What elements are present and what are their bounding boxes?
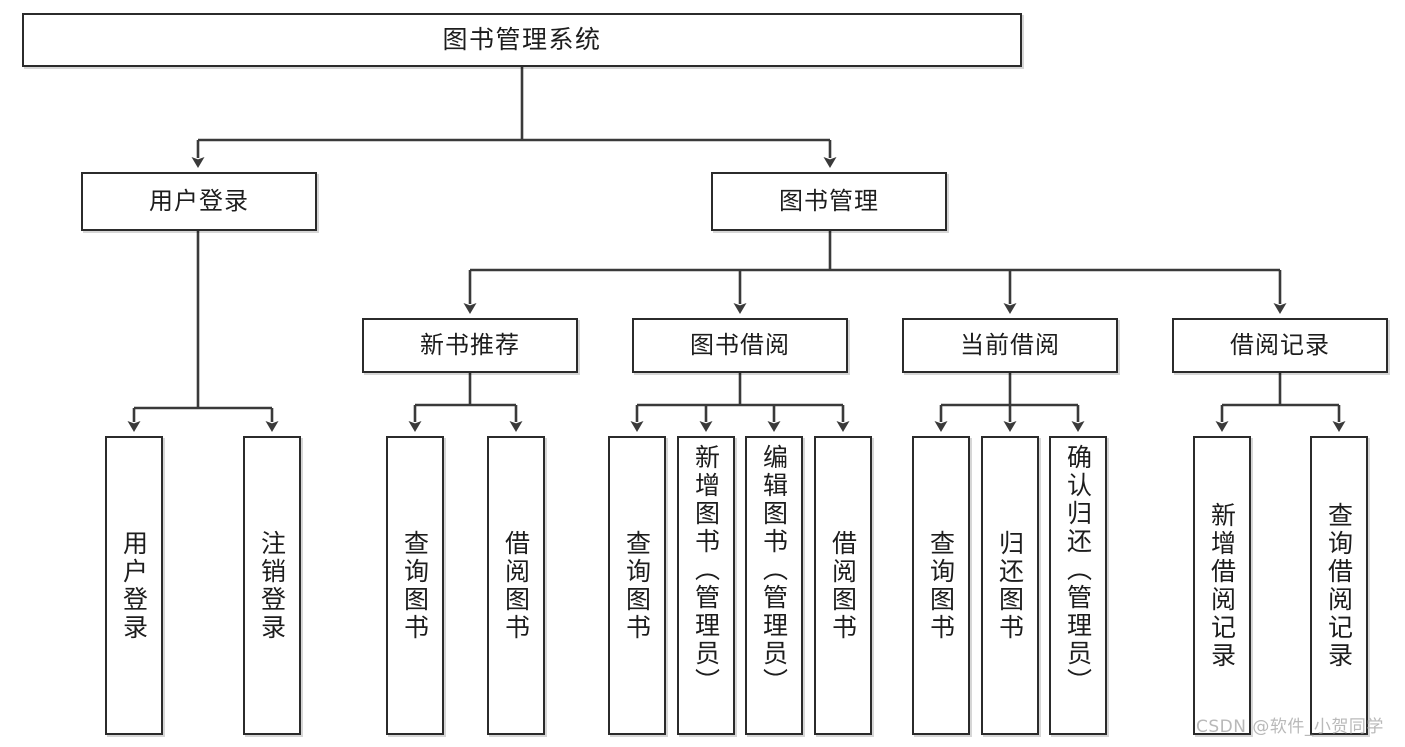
- leaf-query-book-2[interactable]: 查询图书: [608, 436, 666, 735]
- node-label: 用户登录: [119, 529, 149, 642]
- node-label: 借阅记录: [1230, 331, 1330, 360]
- leaf-confirm-return[interactable]: 确认归还（管理员）: [1049, 436, 1107, 735]
- leaf-query-book-3[interactable]: 查询图书: [912, 436, 970, 735]
- node-label: 新增图书（管理员）: [691, 444, 721, 696]
- node-label: 注销登录: [257, 529, 287, 642]
- node-label: 当前借阅: [960, 331, 1060, 360]
- node-label: 借阅图书: [501, 529, 531, 642]
- leaf-query-book-1[interactable]: 查询图书: [386, 436, 444, 735]
- leaf-edit-book[interactable]: 编辑图书（管理员）: [745, 436, 803, 735]
- node-label: 查询图书: [400, 529, 430, 642]
- leaf-borrow-book-2[interactable]: 借阅图书: [814, 436, 872, 735]
- node-label: 归还图书: [995, 529, 1025, 642]
- leaf-add-book[interactable]: 新增图书（管理员）: [677, 436, 735, 735]
- leaf-return-book[interactable]: 归还图书: [981, 436, 1039, 735]
- node-label: 新书推荐: [420, 331, 520, 360]
- node-label: 编辑图书（管理员）: [759, 444, 789, 696]
- node-label: 图书借阅: [690, 331, 790, 360]
- node-label: 借阅图书: [828, 529, 858, 642]
- node-label: 确认归还（管理员）: [1063, 444, 1093, 696]
- node-current-borrow[interactable]: 当前借阅: [902, 318, 1118, 373]
- node-label: 图书管理系统: [442, 25, 602, 54]
- node-user-login[interactable]: 用户登录: [81, 172, 317, 231]
- node-root-system[interactable]: 图书管理系统: [22, 13, 1022, 67]
- node-label: 查询图书: [622, 529, 652, 642]
- leaf-query-record[interactable]: 查询借阅记录: [1310, 436, 1368, 735]
- leaf-logout[interactable]: 注销登录: [243, 436, 301, 735]
- node-new-book-recommend[interactable]: 新书推荐: [362, 318, 578, 373]
- node-book-borrow[interactable]: 图书借阅: [632, 318, 848, 373]
- node-book-manage[interactable]: 图书管理: [711, 172, 947, 231]
- node-label: 查询借阅记录: [1324, 501, 1354, 670]
- leaf-borrow-book-1[interactable]: 借阅图书: [487, 436, 545, 735]
- node-borrow-record[interactable]: 借阅记录: [1172, 318, 1388, 373]
- csdn-watermark: CSDN @软件_小贺同学: [1196, 717, 1384, 737]
- node-label: 查询图书: [926, 529, 956, 642]
- node-label: 新增借阅记录: [1207, 501, 1237, 670]
- node-label: 图书管理: [779, 187, 879, 216]
- node-label: 用户登录: [149, 187, 249, 216]
- leaf-user-login[interactable]: 用户登录: [105, 436, 163, 735]
- leaf-add-record[interactable]: 新增借阅记录: [1193, 436, 1251, 735]
